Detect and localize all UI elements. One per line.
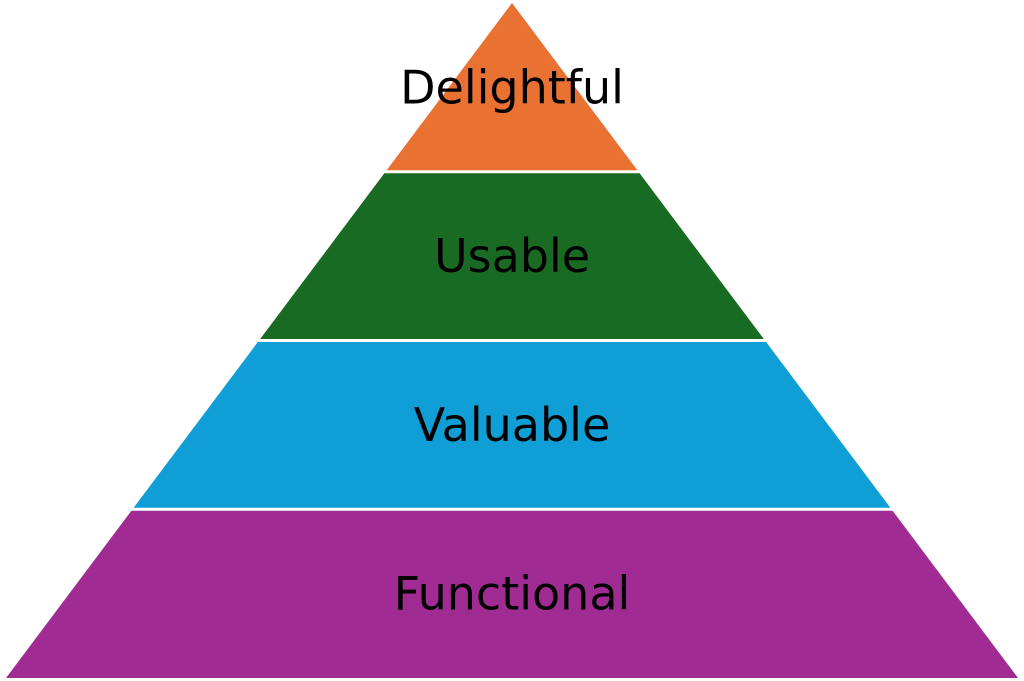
layer-valuable xyxy=(133,342,891,508)
layer-label-usable: Usable xyxy=(434,229,590,283)
layer-label-delightful: Delightful xyxy=(400,60,624,114)
layer-label-functional: Functional xyxy=(394,567,631,621)
layer-label-valuable: Valuable xyxy=(414,398,611,452)
layer-functional xyxy=(6,510,1018,678)
layer-delightful xyxy=(386,3,638,171)
layer-usable xyxy=(260,173,764,339)
